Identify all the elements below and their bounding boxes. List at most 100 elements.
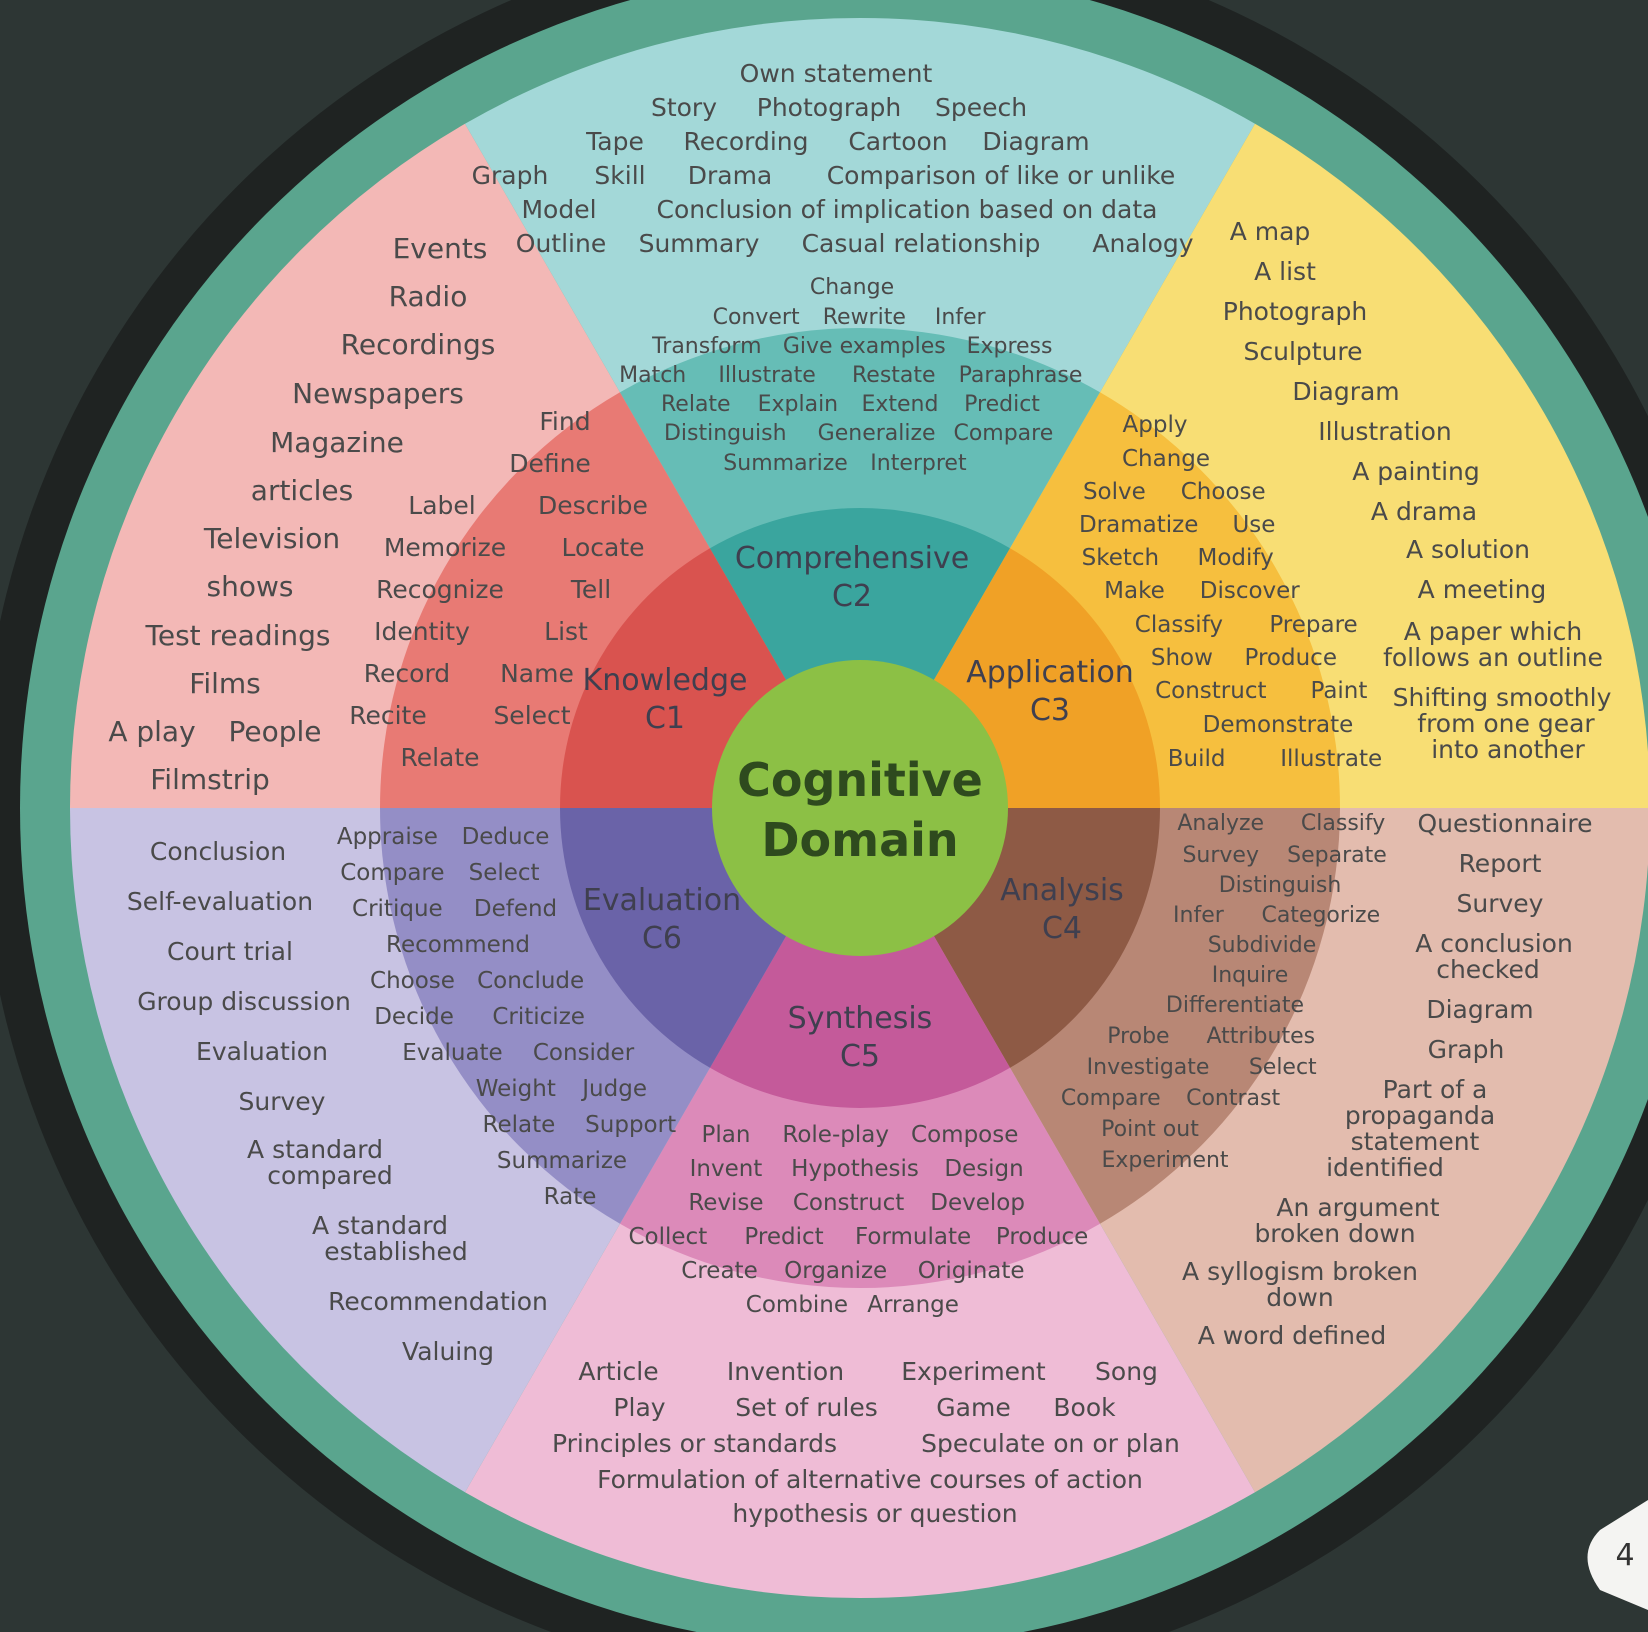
verb-application-6: Sketch bbox=[1082, 545, 1160, 571]
product-comprehension-4: Tape bbox=[585, 127, 644, 156]
verb-analysis-4: Distinguish bbox=[1219, 873, 1342, 898]
verb-application-16: Demonstrate bbox=[1203, 712, 1354, 738]
verb-evaluation-11: Evaluate bbox=[402, 1040, 502, 1066]
verb-comprehension-6: Express bbox=[967, 334, 1053, 359]
verb-analysis-11: Attributes bbox=[1206, 1024, 1315, 1049]
product-evaluation-7: compared bbox=[267, 1161, 393, 1190]
verb-application-7: Modify bbox=[1198, 545, 1274, 571]
verb-analysis-9: Differentiate bbox=[1166, 993, 1304, 1018]
verb-synthesis-10: Predict bbox=[744, 1224, 823, 1250]
section-code-synthesis: C5 bbox=[840, 1039, 880, 1074]
product-application-7: A drama bbox=[1371, 497, 1477, 526]
verb-evaluation-2: Compare bbox=[340, 860, 444, 886]
verb-application-4: Dramatize bbox=[1079, 512, 1198, 538]
verb-application-1: Change bbox=[1122, 446, 1210, 472]
verb-analysis-0: Analyze bbox=[1177, 811, 1264, 836]
verb-application-8: Make bbox=[1104, 578, 1165, 604]
verb-knowledge-1: Define bbox=[509, 449, 591, 478]
section-name-application: Application bbox=[966, 655, 1134, 690]
product-evaluation-6: A standard bbox=[247, 1135, 383, 1164]
product-comprehension-14: Outline bbox=[516, 229, 606, 258]
verb-comprehension-15: Distinguish bbox=[664, 421, 787, 446]
product-knowledge-10: A play bbox=[108, 715, 195, 748]
verb-application-13: Produce bbox=[1245, 645, 1337, 671]
verb-knowledge-8: Identity bbox=[374, 617, 470, 646]
page-number-tab bbox=[1587, 1500, 1648, 1610]
section-code-application: C3 bbox=[1030, 693, 1070, 728]
product-knowledge-1: Radio bbox=[389, 280, 468, 313]
verb-comprehension-0: Change bbox=[810, 275, 894, 300]
verb-evaluation-13: Weight bbox=[476, 1076, 556, 1102]
verb-application-9: Discover bbox=[1200, 578, 1301, 604]
verb-analysis-12: Investigate bbox=[1087, 1055, 1210, 1080]
verb-knowledge-14: Relate bbox=[400, 743, 479, 772]
product-comprehension-12: Model bbox=[521, 195, 596, 224]
product-synthesis-1: Invention bbox=[727, 1357, 844, 1386]
verb-synthesis-3: Invent bbox=[690, 1156, 763, 1182]
verb-application-11: Prepare bbox=[1269, 612, 1357, 638]
product-evaluation-5: Survey bbox=[239, 1087, 326, 1116]
verb-evaluation-1: Deduce bbox=[462, 824, 550, 850]
verb-evaluation-5: Defend bbox=[474, 896, 557, 922]
verb-analysis-14: Compare bbox=[1061, 1086, 1161, 1111]
product-knowledge-3: Newspapers bbox=[292, 377, 464, 410]
product-analysis-15: A word defined bbox=[1198, 1321, 1387, 1350]
product-application-6: A painting bbox=[1352, 457, 1480, 486]
product-analysis-12: broken down bbox=[1254, 1219, 1415, 1248]
product-comprehension-10: Drama bbox=[688, 161, 773, 190]
verb-analysis-5: Infer bbox=[1173, 903, 1225, 928]
center-title-line2: Domain bbox=[761, 813, 958, 867]
product-analysis-2: Survey bbox=[1457, 889, 1544, 918]
product-comprehension-11: Comparison of like or unlike bbox=[827, 161, 1176, 190]
section-name-analysis: Analysis bbox=[1000, 873, 1124, 908]
verb-evaluation-3: Select bbox=[469, 860, 540, 886]
product-comprehension-16: Casual relationship bbox=[802, 229, 1041, 258]
verb-knowledge-0: Find bbox=[539, 407, 590, 436]
product-application-11: follows an outline bbox=[1383, 643, 1603, 672]
center-title-line1: Cognitive bbox=[737, 753, 983, 807]
product-synthesis-8: Principles or standards bbox=[552, 1429, 837, 1458]
verb-synthesis-11: Formulate bbox=[855, 1224, 971, 1250]
product-application-10: A paper which bbox=[1404, 617, 1583, 646]
section-name-evaluation: Evaluation bbox=[583, 883, 741, 918]
verb-synthesis-0: Plan bbox=[701, 1122, 750, 1148]
product-synthesis-9: Speculate on or plan bbox=[921, 1429, 1180, 1458]
verb-knowledge-6: Recognize bbox=[376, 575, 504, 604]
product-analysis-1: Report bbox=[1459, 849, 1542, 878]
center-circle bbox=[712, 660, 1008, 956]
verb-comprehension-13: Extend bbox=[861, 392, 938, 417]
section-code-comprehension: C2 bbox=[832, 579, 872, 614]
verb-synthesis-4: Hypothesis bbox=[791, 1156, 919, 1182]
verb-comprehension-19: Interpret bbox=[870, 451, 967, 476]
verb-comprehension-12: Explain bbox=[758, 392, 839, 417]
verb-evaluation-8: Conclude bbox=[477, 968, 584, 994]
verb-synthesis-7: Construct bbox=[793, 1190, 904, 1216]
product-knowledge-2: Recordings bbox=[341, 328, 496, 361]
verb-application-5: Use bbox=[1232, 512, 1275, 538]
product-analysis-7: Part of a bbox=[1383, 1075, 1488, 1104]
verb-comprehension-2: Rewrite bbox=[823, 305, 906, 330]
product-application-8: A solution bbox=[1406, 535, 1530, 564]
verb-analysis-2: Survey bbox=[1182, 843, 1259, 868]
section-code-knowledge: C1 bbox=[645, 701, 685, 736]
product-synthesis-7: Book bbox=[1053, 1393, 1116, 1422]
verb-evaluation-9: Decide bbox=[374, 1004, 454, 1030]
product-knowledge-12: Filmstrip bbox=[150, 763, 270, 796]
verb-knowledge-9: List bbox=[544, 617, 588, 646]
product-comprehension-13: Conclusion of implication based on data bbox=[656, 195, 1157, 224]
verb-evaluation-16: Support bbox=[585, 1112, 676, 1138]
section-code-analysis: C4 bbox=[1042, 911, 1082, 946]
section-name-comprehension: Comprehensive bbox=[735, 541, 969, 576]
verb-comprehension-4: Transform bbox=[651, 334, 761, 359]
product-knowledge-9: Films bbox=[189, 667, 261, 700]
section-name-knowledge: Knowledge bbox=[583, 663, 748, 698]
verb-analysis-15: Contrast bbox=[1186, 1086, 1280, 1111]
verb-application-17: Build bbox=[1168, 746, 1226, 772]
product-synthesis-2: Experiment bbox=[901, 1357, 1046, 1386]
product-comprehension-6: Cartoon bbox=[848, 127, 947, 156]
product-comprehension-3: Speech bbox=[935, 93, 1027, 122]
verb-synthesis-17: Arrange bbox=[867, 1292, 959, 1318]
verb-synthesis-9: Collect bbox=[629, 1224, 708, 1250]
